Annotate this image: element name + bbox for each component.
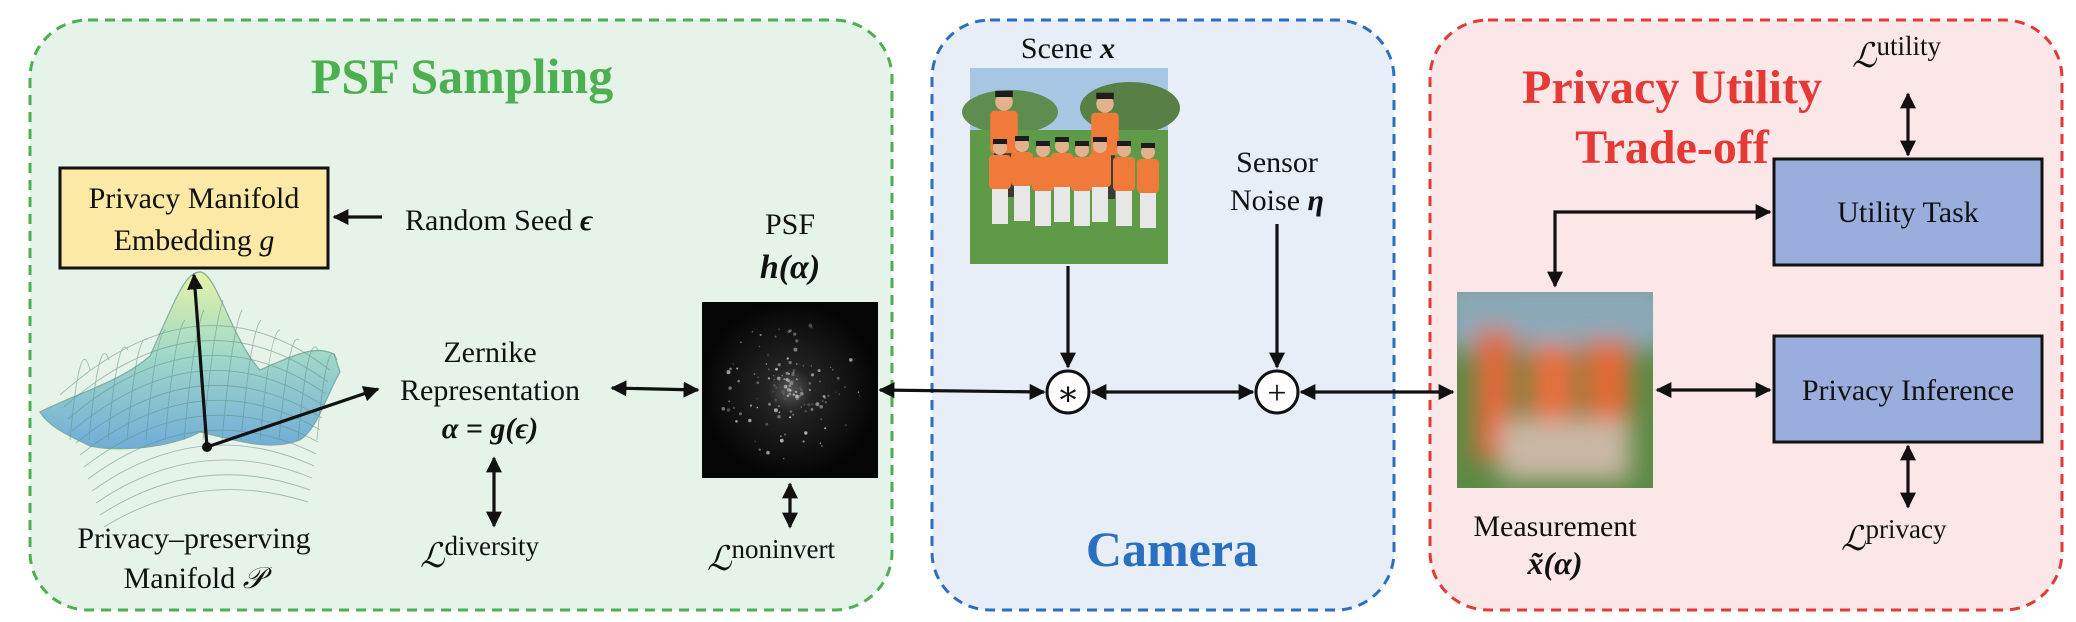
- embedding-box-line1: Privacy Manifold: [89, 182, 300, 215]
- psf-label-line2: h(α): [760, 249, 820, 286]
- loss-privacy: ℒprivacy: [1841, 514, 1947, 558]
- utility-task-box: [1772, 157, 2044, 267]
- privacy-inference-label: Privacy Inference: [1802, 374, 2014, 407]
- privacy-utility-title-line1: Privacy Utility: [1522, 61, 1822, 114]
- scene-photo: [962, 68, 1180, 264]
- loss-noninvert: ℒnoninvert: [707, 534, 835, 578]
- arrow-zernike-psf: [610, 380, 700, 398]
- measurement-label-line1: Measurement: [1473, 510, 1637, 543]
- manifold-point: [202, 442, 212, 452]
- connector-arrows: [187, 92, 1916, 529]
- sensor-noise-line1: Sensor: [1236, 146, 1318, 179]
- zernike-equation: α = g(ϵ): [442, 412, 539, 445]
- add-operator: [1254, 369, 1300, 415]
- manifold-label-line1: Privacy–preserving: [77, 522, 310, 555]
- measurement-image: [1457, 292, 1653, 488]
- arrow-point-to-zernike: [206, 386, 380, 449]
- psf-sampling-title: PSF Sampling: [311, 48, 613, 104]
- manifold-label-line2: Manifold 𝒫: [124, 562, 273, 595]
- convolution-symbol: ∗: [1056, 376, 1079, 413]
- convolution-operator: [1045, 369, 1091, 415]
- embedding-box: [58, 166, 330, 270]
- privacy-utility-title-line2: Trade-off: [1575, 121, 1770, 174]
- utility-task-label: Utility Task: [1837, 196, 1979, 229]
- loss-diversity: ℒdiversity: [420, 531, 539, 575]
- measurement-label-line2: x̃(α): [1526, 545, 1582, 581]
- arrow-point-to-embedding: [187, 273, 209, 448]
- psf-image: [702, 302, 878, 478]
- zernike-line2: Representation: [400, 374, 580, 407]
- scene-label: Scene x: [1021, 32, 1115, 65]
- add-symbol: +: [1267, 375, 1286, 412]
- arrow-psf-conv: [878, 382, 1046, 400]
- camera-title: Camera: [1086, 521, 1258, 577]
- loss-utility: ℒutility: [1852, 31, 1942, 75]
- zernike-line1: Zernike: [443, 336, 536, 369]
- psf-label-line1: PSF: [765, 208, 815, 241]
- sensor-noise-line2: Noise η: [1230, 184, 1324, 217]
- random-seed-label: Random Seed ϵ: [405, 204, 593, 237]
- embedding-box-line2: Embedding g: [114, 224, 275, 257]
- arrow-utility-measurement: [1547, 204, 1772, 288]
- privacy-inference-box: [1772, 334, 2044, 444]
